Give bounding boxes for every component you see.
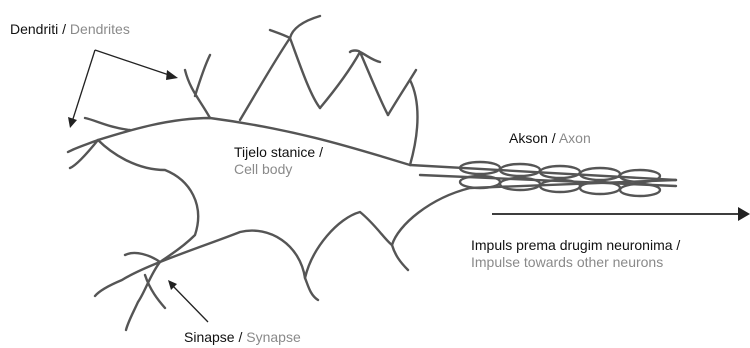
cell-body-label-english: Cell body [234, 161, 323, 178]
axon-label-english: Axon [559, 130, 591, 146]
arrowhead-impulse [738, 207, 750, 221]
dendrites-label-native: Dendriti [10, 21, 58, 37]
impulse-label-native: Impuls prema drugim neuronima / [471, 237, 680, 254]
bottom-branch [305, 245, 408, 300]
arrowhead-dendrites-1 [68, 117, 77, 128]
arrow-synapse [172, 285, 208, 322]
impulse-label: Impuls prema drugim neuronima / Impulse … [471, 237, 680, 271]
synapse-label: Sinapse / Synapse [184, 329, 301, 346]
dendrite-left-upper [68, 118, 130, 168]
impulse-label-english: Impulse towards other neurons [471, 254, 680, 271]
dendrites-label-english: Dendrites [70, 21, 130, 37]
arrow-dendrites-2 [95, 50, 172, 76]
arrowhead-dendrites-2 [166, 70, 178, 80]
dendrite-top-left [185, 55, 210, 118]
dendrites-label-separator: / [58, 21, 70, 37]
arrow-dendrites-1 [72, 50, 95, 122]
dendrite-right [388, 70, 418, 165]
dendrites-label: Dendriti / Dendrites [10, 21, 130, 38]
synapse-label-english: Synapse [246, 329, 300, 345]
axon-label-native: Akson [509, 130, 548, 146]
dendrite-top-right [320, 51, 388, 116]
synapse-label-native: Sinapse [184, 329, 235, 345]
cell-body-label: Tijelo stanice / Cell body [234, 144, 323, 178]
synapse-branches [95, 253, 165, 330]
dendrite-top-main [240, 16, 320, 120]
cell-body-label-native: Tijelo stanice / [234, 144, 323, 161]
axon-label-separator: / [548, 130, 559, 146]
axon-label: Akson / Axon [509, 130, 591, 147]
synapse-label-separator: / [235, 329, 247, 345]
